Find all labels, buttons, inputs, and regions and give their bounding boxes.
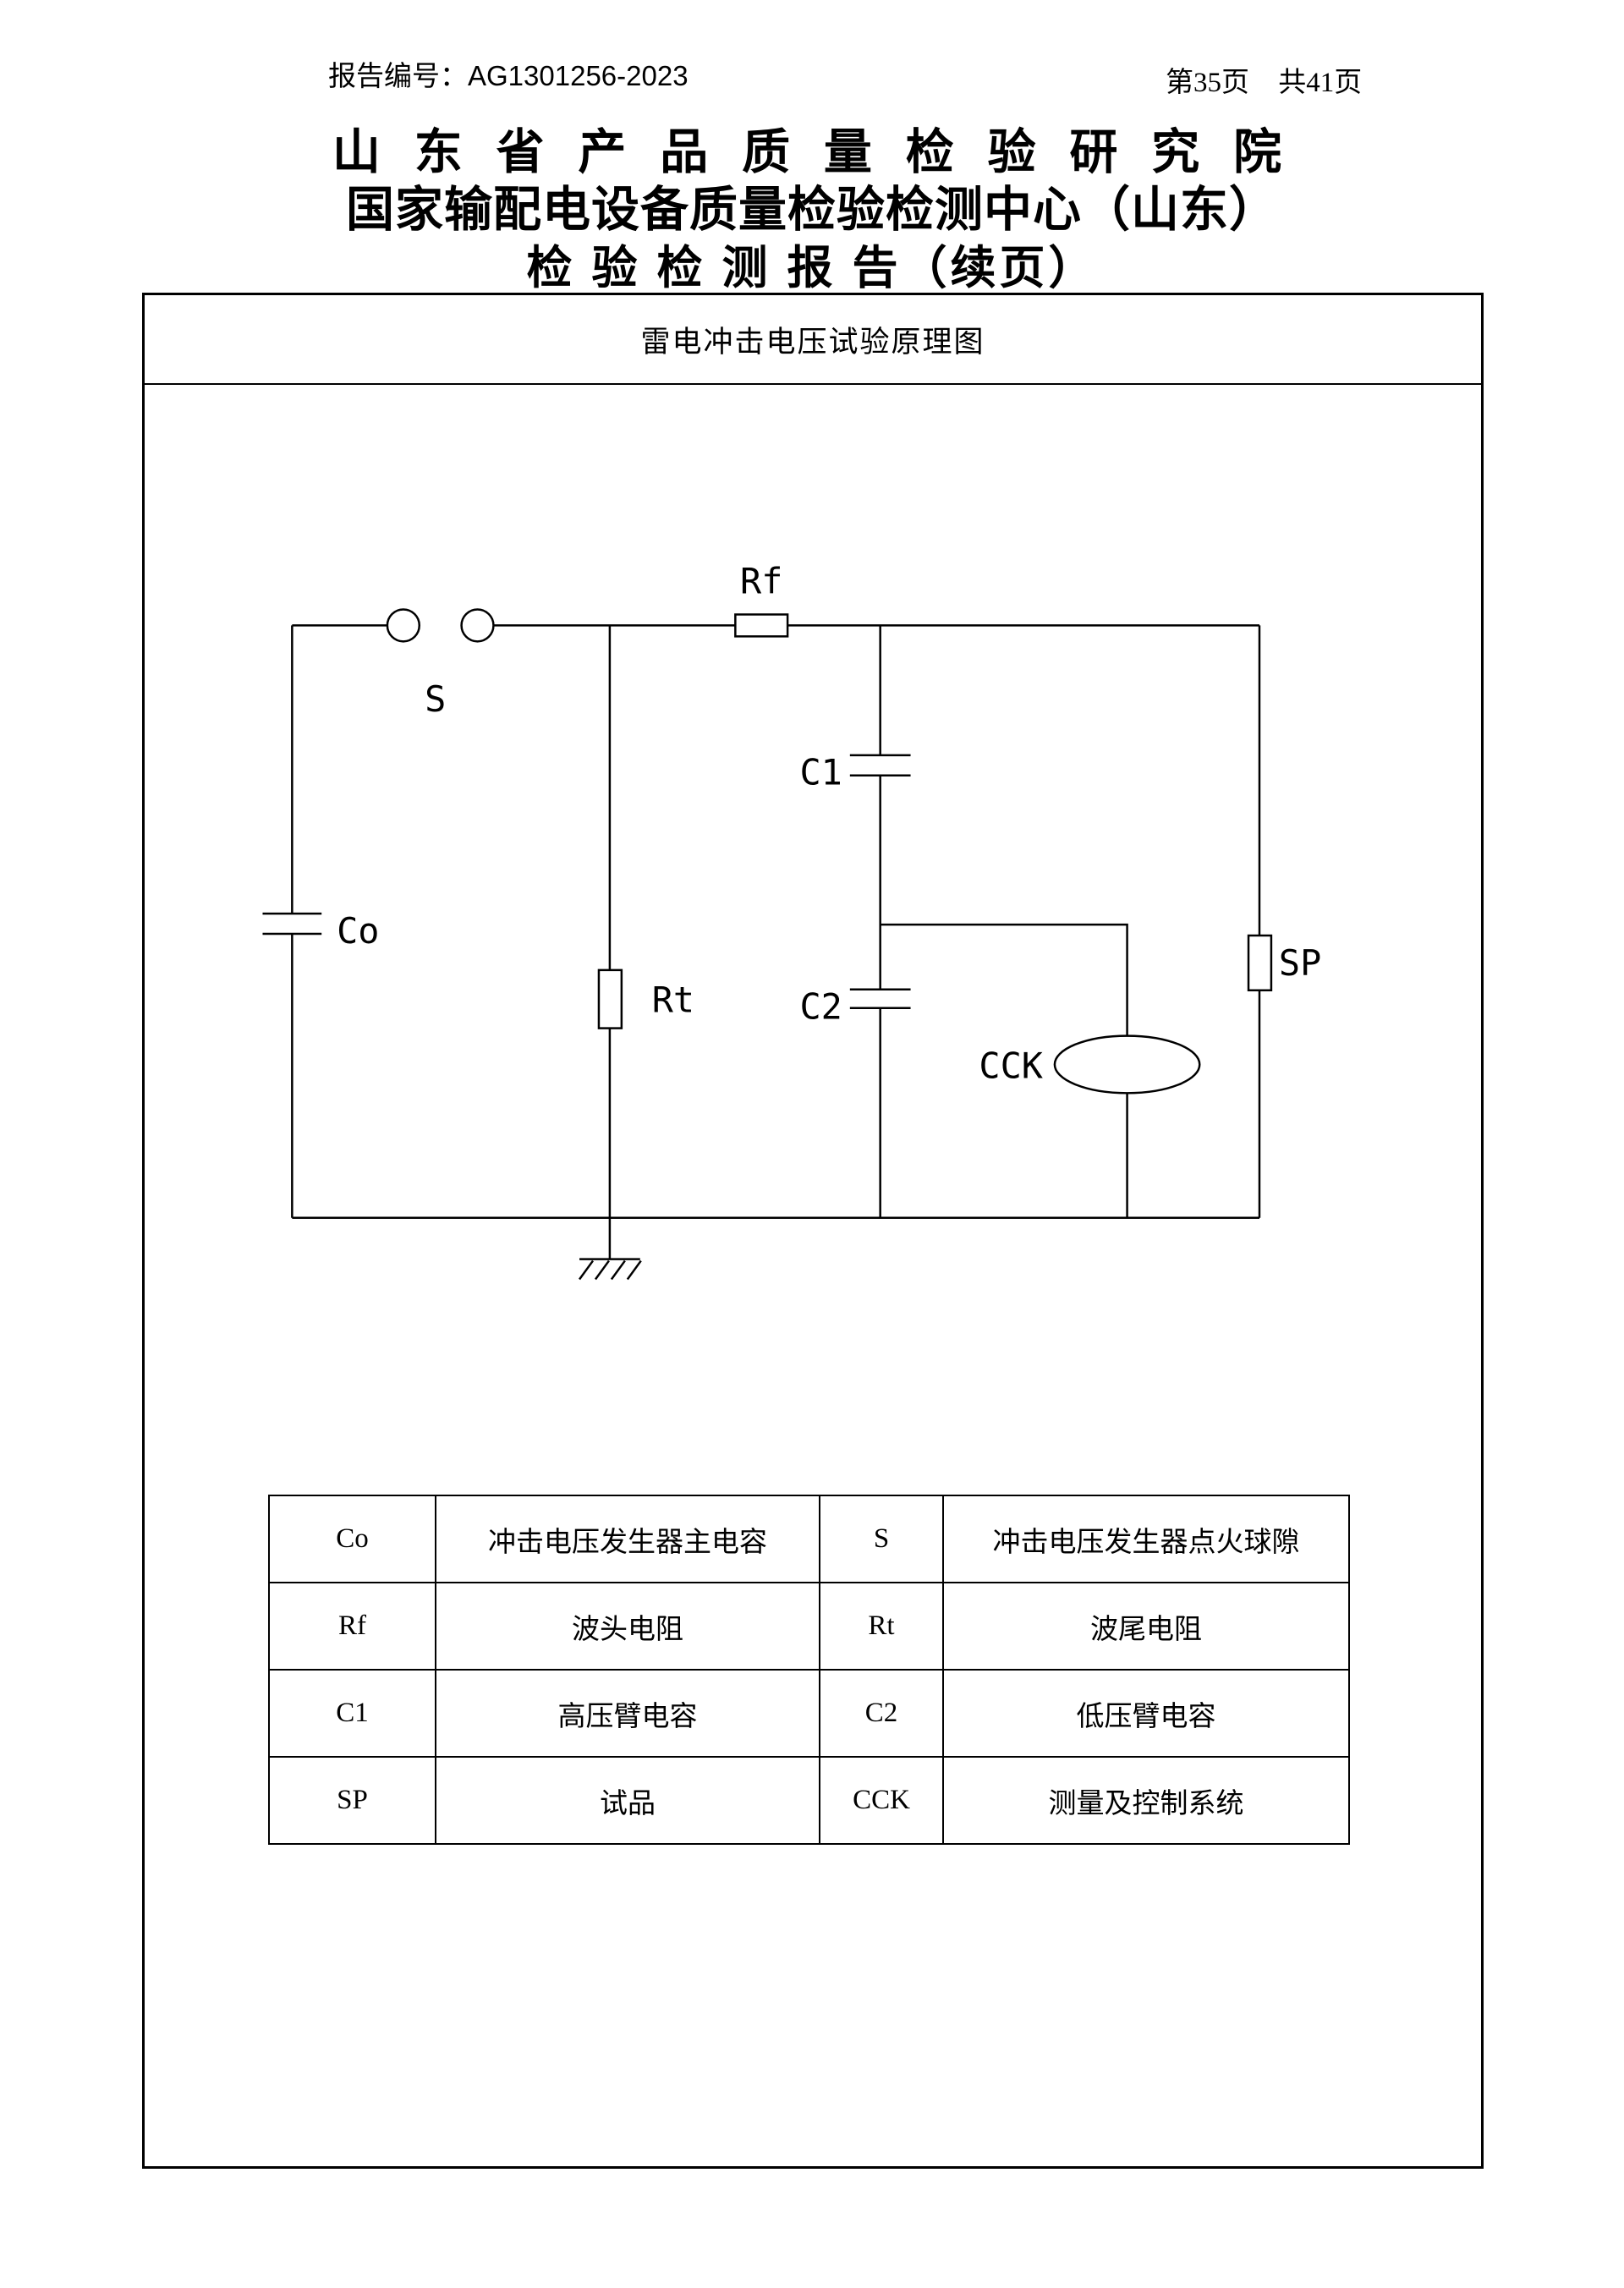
- page-total: 共41页: [1278, 68, 1363, 98]
- sp-test-object: [1247, 934, 1273, 992]
- page-current: 第35页: [1166, 68, 1249, 98]
- label-s: S: [425, 678, 446, 720]
- legend-description: 试品: [435, 1756, 820, 1845]
- legend-symbol: S: [819, 1495, 944, 1583]
- rt-resistor: [597, 968, 623, 1029]
- label-c2: C2: [799, 986, 842, 1028]
- legend-symbol: C1: [268, 1669, 436, 1758]
- diagram-title: 雷电冲击电压试验原理图: [145, 295, 1481, 385]
- label-c1: C1: [799, 752, 842, 793]
- legend-description: 高压臂电容: [435, 1669, 820, 1758]
- table-row: C1 高压臂电容 C2 低压臂电容: [268, 1669, 1350, 1758]
- ground-symbol: [579, 1258, 642, 1281]
- report-title: 检 验 检 测 报 告（续页）: [526, 243, 1098, 294]
- legend-description: 冲击电压发生器点火球隙: [942, 1495, 1350, 1583]
- label-cck: CCK: [979, 1045, 1043, 1086]
- legend-symbol: Rt: [819, 1582, 944, 1671]
- c2-capacitor: [849, 988, 911, 1009]
- label-rf: Rf: [740, 561, 782, 602]
- rf-resistor: [734, 613, 789, 638]
- center-name: 国家输配电设备质量检验检测中心（山东）: [346, 183, 1278, 237]
- cck-measurement-system: [1053, 1034, 1201, 1095]
- institute-name: 山 东 省 产 品 质 量 检 验 研 究 院: [332, 125, 1292, 179]
- spark-gap-sphere-left: [386, 608, 421, 643]
- report-number-label: 报告编号：: [328, 62, 468, 92]
- legend-symbol: SP: [268, 1756, 436, 1845]
- legend-description: 冲击电压发生器主电容: [435, 1495, 820, 1583]
- legend-symbol: Co: [268, 1495, 436, 1583]
- content-box: 雷电冲击电压试验原理图 S: [142, 293, 1484, 2169]
- c1-capacitor: [849, 754, 911, 776]
- table-row: Rf 波头电阻 Rt 波尾电阻: [268, 1582, 1350, 1671]
- table-row: Co 冲击电压发生器主电容 S 冲击电压发生器点火球隙: [268, 1495, 1350, 1583]
- legend-description: 测量及控制系统: [942, 1756, 1350, 1845]
- report-number: 报告编号：AG1301256-2023: [328, 59, 689, 95]
- legend-table: Co 冲击电压发生器主电容 S 冲击电压发生器点火球隙 Rf 波头电阻 Rt 波…: [268, 1495, 1350, 1845]
- legend-symbol: CCK: [819, 1756, 944, 1845]
- co-capacitor: [262, 912, 322, 936]
- circuit-diagram: S Rf Co Rt C1 C2 CCK SP: [262, 561, 1321, 1281]
- legend-description: 波尾电阻: [942, 1582, 1350, 1671]
- table-row: SP 试品 CCK 测量及控制系统: [268, 1756, 1350, 1845]
- circuit-wires: [291, 624, 1261, 1259]
- report-number-value: AG1301256-2023: [468, 60, 689, 91]
- label-rt: Rt: [652, 979, 694, 1021]
- label-co: Co: [337, 910, 379, 952]
- legend-description: 低压臂电容: [942, 1669, 1350, 1758]
- page-indicator: 第35页 共41页: [1166, 59, 1362, 100]
- legend-symbol: Rf: [268, 1582, 436, 1671]
- legend-description: 波头电阻: [435, 1582, 820, 1671]
- legend-symbol: C2: [819, 1669, 944, 1758]
- label-sp: SP: [1279, 942, 1321, 984]
- spark-gap-sphere-right: [460, 608, 495, 643]
